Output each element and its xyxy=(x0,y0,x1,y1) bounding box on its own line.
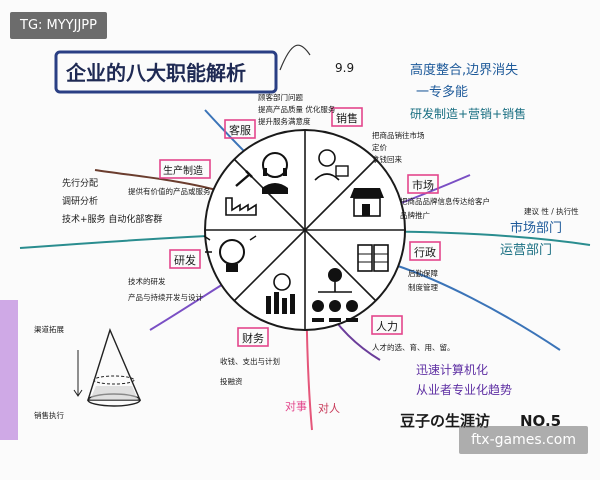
svg-text:客服: 客服 xyxy=(229,123,251,137)
left-note-2: 调研分析 xyxy=(62,195,98,207)
svg-text:生产制造: 生产制造 xyxy=(163,164,203,177)
svg-text:人力: 人力 xyxy=(376,320,398,333)
funnel-cone-sketch xyxy=(73,327,142,407)
note-sales-2: 定价 xyxy=(372,142,387,152)
sector-label-admin: 行政 xyxy=(409,241,441,261)
series-number: NO.5 xyxy=(520,412,561,430)
sector-label-market: 市场 xyxy=(407,174,439,194)
note-hr-1: 人才的选、育、用、留。 xyxy=(372,342,455,352)
money-bar-chart-icon xyxy=(266,273,295,314)
wheel-spokes xyxy=(205,130,405,330)
title-box xyxy=(54,50,278,94)
axis-label-left: 对事 xyxy=(285,399,307,413)
date-label: 9.9 xyxy=(335,61,354,75)
dept-note: 建议 性 / 执行性 xyxy=(524,206,579,216)
note-customer-service-3: 提升服务满意度 xyxy=(258,116,311,126)
shop-storefront-icon xyxy=(350,188,384,217)
svg-text:财务: 财务 xyxy=(242,331,264,345)
sector-label-production: 生产制造 xyxy=(159,159,211,179)
note-rd-1: 技术的研发 xyxy=(128,276,166,286)
top-right-note-3: 研发制造+营销+销售 xyxy=(410,106,526,121)
note-admin-1: 后勤保障 xyxy=(408,268,438,278)
note-sales-3: 拿钱回来 xyxy=(372,154,402,164)
title-squiggle xyxy=(279,44,311,71)
sector-label-sales: 销售 xyxy=(331,107,363,127)
marketing-department-label: 市场部门 xyxy=(510,220,562,236)
seller-person-icon xyxy=(314,149,349,181)
note-customer-service-1: 顾客部门问题 xyxy=(258,92,303,102)
axis-label-right: 对人 xyxy=(318,401,340,415)
headset-person-icon xyxy=(262,152,288,194)
note-finance-1: 收钱、支出与计划 xyxy=(220,356,280,366)
svg-text:研发: 研发 xyxy=(174,253,196,267)
filing-cabinet-icon xyxy=(357,244,389,272)
cone-top-label: 渠道拓展 xyxy=(34,324,64,334)
cone-bottom-label: 销售执行 xyxy=(34,410,64,420)
left-note-1: 先行分配 xyxy=(62,177,98,189)
top-right-note-2: 一专多能 xyxy=(416,84,468,100)
note-finance-2: 投融资 xyxy=(220,376,243,386)
note-sales-1: 把商品销往市场 xyxy=(372,130,425,140)
note-market-2: 品牌推广 xyxy=(400,210,430,220)
sector-label-hr: 人力 xyxy=(371,315,403,335)
factory-wrench-icon xyxy=(225,170,257,216)
bottom-right-note-2: 从业者专业化趋势 xyxy=(416,382,512,397)
top-right-note-1: 高度整合,边界消失 xyxy=(410,62,518,78)
note-production-1: 提供有价值的产品或服务 xyxy=(128,186,211,196)
watermark-bottom: ftx-games.com xyxy=(459,426,588,454)
left-note-3: 技术+服务 自动化部客群 xyxy=(62,213,162,225)
note-rd-2: 产品与持续开发与设计 xyxy=(128,292,203,302)
series-name: 豆子の生涯访 xyxy=(400,412,490,430)
svg-text:行政: 行政 xyxy=(414,245,436,259)
sector-label-customer-service: 客服 xyxy=(224,119,256,139)
note-customer-service-2: 提高产品质量 优化服务 xyxy=(258,104,336,114)
lightbulb-idea-icon xyxy=(203,235,257,272)
watermark-top: TG: MYYJJPP xyxy=(10,12,107,39)
sector-label-finance: 财务 xyxy=(237,327,269,347)
sector-label-rd: 研发 xyxy=(169,249,201,269)
note-market-1: 把商品品牌信息传达给客户 xyxy=(400,196,490,206)
notebook-edge xyxy=(0,300,18,440)
svg-text:销售: 销售 xyxy=(336,111,358,125)
page-title: 企业的八大职能解析 xyxy=(65,61,246,85)
svg-text:市场: 市场 xyxy=(412,178,434,192)
note-admin-2: 制度管理 xyxy=(408,282,438,292)
bottom-right-note-1: 迅速计算机化 xyxy=(416,362,488,377)
org-chart-people-icon xyxy=(312,268,358,322)
operations-department-label: 运营部门 xyxy=(500,243,552,258)
